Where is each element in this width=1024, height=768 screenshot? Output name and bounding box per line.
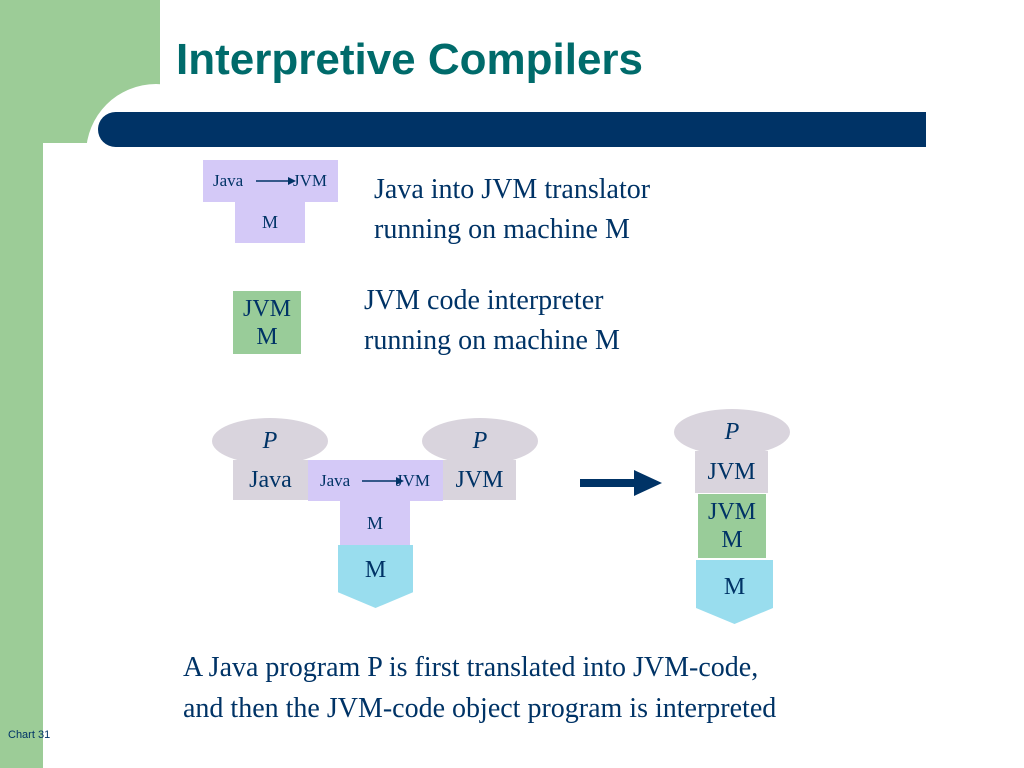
interpreter-desc-line2: running on machine M — [364, 325, 620, 356]
program-out-language: JVM — [443, 460, 516, 500]
legend-translator: Java JVM — [203, 160, 338, 202]
translator-machine: M — [235, 202, 305, 243]
slide-footer: Chart 31 — [8, 729, 51, 741]
slide-caption: A Java program P is first translated int… — [183, 647, 776, 729]
corner-cover — [86, 143, 226, 243]
diagram-interpreter-machine: M — [721, 527, 743, 553]
caption-line2: and then the JVM-code object program is … — [183, 693, 777, 724]
program-in-language: Java — [233, 460, 308, 500]
arrow-right-icon — [362, 477, 404, 485]
translator-desc-line2: running on machine M — [374, 214, 630, 245]
diagram-translator: Java JVM — [308, 460, 443, 501]
interpreter-machine: M — [256, 323, 278, 350]
arrow-right-icon — [256, 177, 296, 185]
interpreter-language: JVM — [242, 295, 291, 322]
diagram-interpreter-language: JVM — [707, 499, 756, 525]
translator-desc-line1: Java into JVM translator — [374, 174, 651, 205]
interpreter-desc-line1: JVM code interpreter — [364, 285, 604, 316]
arrow-right-icon — [580, 470, 662, 496]
program-in-blob: P — [212, 418, 328, 464]
title-bar — [98, 112, 926, 147]
program-language: JVM — [695, 451, 768, 493]
translator-description: Java into JVM translator running on mach… — [374, 170, 650, 250]
program-blob: P — [674, 409, 790, 455]
diagram-translator-machine: M — [340, 501, 410, 545]
caption-line1: A Java program P is first translated int… — [183, 652, 759, 683]
diagram-translator-target: JVM — [396, 470, 431, 490]
legend-interpreter: JVM M — [233, 291, 301, 354]
diagram-right-machine: M — [696, 560, 773, 624]
program-out-blob: P — [422, 418, 538, 464]
diagram-translator-source: Java — [320, 470, 351, 490]
diagram-interpreter: JVM M — [698, 494, 766, 558]
translator-target: JVM — [293, 171, 328, 190]
interpreter-description: JVM code interpreter running on machine … — [364, 281, 620, 361]
translator-source: Java — [213, 171, 244, 190]
slide-title: Interpretive Compilers — [176, 35, 644, 84]
diagram-left-machine: M — [338, 545, 413, 608]
